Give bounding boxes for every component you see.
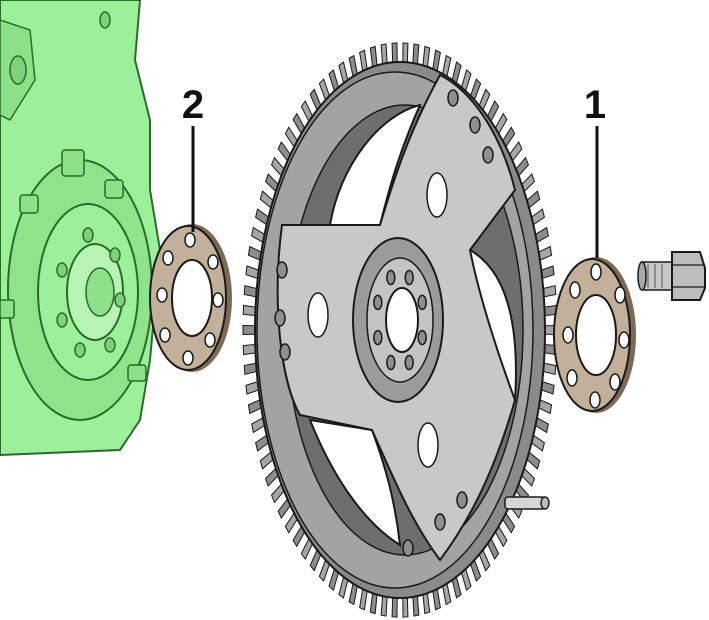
dowel-pin bbox=[504, 496, 550, 510]
hub-bolt-hole bbox=[404, 354, 414, 371]
hub-bolt-hole bbox=[386, 354, 396, 371]
spacer-washer-1 bbox=[553, 257, 636, 413]
hub-bolt-hole bbox=[386, 269, 396, 286]
hub-bolt-hole bbox=[417, 329, 427, 346]
flywheel bbox=[242, 42, 558, 618]
callout-1: 1 bbox=[584, 83, 606, 258]
flywheel-bolt bbox=[637, 251, 706, 301]
callout-1-label: 1 bbox=[584, 83, 606, 127]
callout-2: 2 bbox=[182, 83, 204, 232]
hub-bolt-hole bbox=[417, 294, 427, 311]
hub-bolt-hole bbox=[404, 269, 414, 286]
hub-bolt-holes bbox=[373, 269, 427, 371]
engine-block bbox=[0, 0, 162, 457]
callout-2-label: 2 bbox=[182, 83, 204, 127]
hub-bolt-hole bbox=[373, 294, 383, 311]
spacer-washer-2 bbox=[149, 224, 232, 372]
hub-bolt-hole bbox=[373, 329, 383, 346]
